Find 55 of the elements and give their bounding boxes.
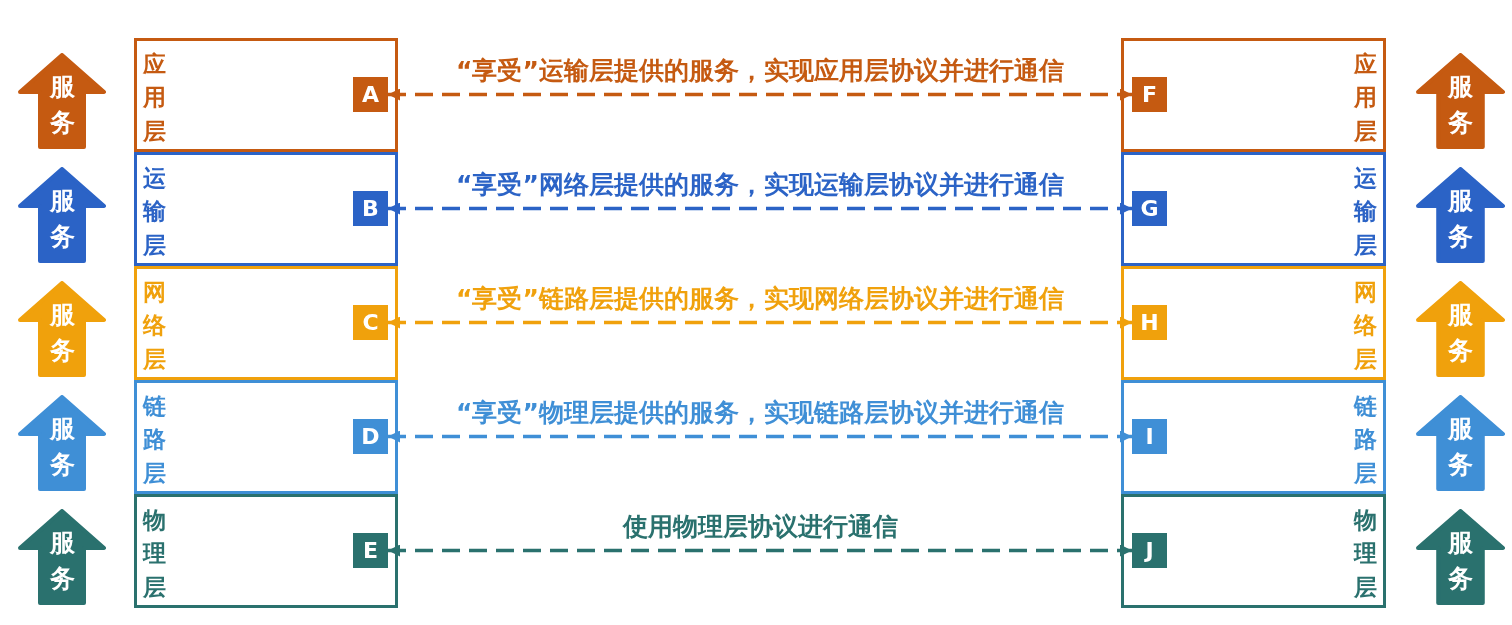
- up-arrow-shape: [1416, 167, 1505, 263]
- layer-box: [134, 38, 398, 152]
- up-arrow-shape: [18, 167, 106, 263]
- layer-box: [1121, 266, 1386, 380]
- arrow-label: 服务: [49, 185, 75, 254]
- up-arrow-shape: [18, 53, 106, 149]
- arrow-label: 服务: [1448, 71, 1473, 140]
- layer-name: 网络层: [1354, 278, 1377, 374]
- layer-name: 链路层: [1354, 392, 1377, 488]
- letter-tag: C: [353, 305, 388, 340]
- layer-box: [134, 380, 398, 494]
- letter-tag: G: [1132, 191, 1167, 226]
- layer-name: 链路层: [143, 392, 166, 488]
- arrow-label: 服务: [1448, 299, 1473, 368]
- layer-box: [134, 266, 398, 380]
- up-arrow-shape: [18, 509, 106, 605]
- layer-name: 运输层: [1354, 164, 1377, 260]
- layer-box: [1121, 38, 1386, 152]
- layer-box: [1121, 494, 1386, 608]
- dashed-arrow: [388, 88, 1132, 101]
- layer-name: 网络层: [143, 278, 166, 374]
- up-arrow-shape: [1416, 395, 1505, 491]
- letter-tag: E: [353, 533, 388, 568]
- arrow-label: 服务: [49, 299, 75, 368]
- layer-name: 运输层: [143, 164, 166, 260]
- layer-name: 应用层: [143, 50, 166, 146]
- arrow-label: 服务: [1448, 185, 1473, 254]
- dashed-arrow: [388, 316, 1132, 329]
- layer-box: [1121, 152, 1386, 266]
- letter-tag: D: [353, 419, 388, 454]
- letter-tag: B: [353, 191, 388, 226]
- layer-box: [134, 494, 398, 608]
- dashed-arrow: [388, 544, 1132, 557]
- up-arrow-shape: [1416, 53, 1505, 149]
- layer-name: 物理层: [143, 506, 166, 602]
- layer-name: 物理层: [1354, 506, 1377, 602]
- dashed-arrow: [388, 202, 1132, 215]
- up-arrow-shape: [18, 281, 106, 377]
- letter-tag: I: [1132, 419, 1167, 454]
- arrow-label: 服务: [49, 527, 75, 596]
- layer-name: 应用层: [1354, 50, 1377, 146]
- letter-tag: J: [1132, 533, 1167, 568]
- layer-box: [1121, 380, 1386, 494]
- letter-tag: H: [1132, 305, 1167, 340]
- arrow-label: 服务: [1448, 413, 1473, 482]
- arrow-label: 服务: [49, 71, 75, 140]
- letter-tag: A: [353, 77, 388, 112]
- up-arrow-shape: [1416, 281, 1505, 377]
- dashed-arrow: [388, 430, 1132, 443]
- up-arrow-shape: [18, 395, 106, 491]
- layer-box: [134, 152, 398, 266]
- letter-tag: F: [1132, 77, 1167, 112]
- arrow-label: 服务: [49, 413, 75, 482]
- up-arrow-shape: [1416, 509, 1505, 605]
- arrow-label: 服务: [1448, 527, 1473, 596]
